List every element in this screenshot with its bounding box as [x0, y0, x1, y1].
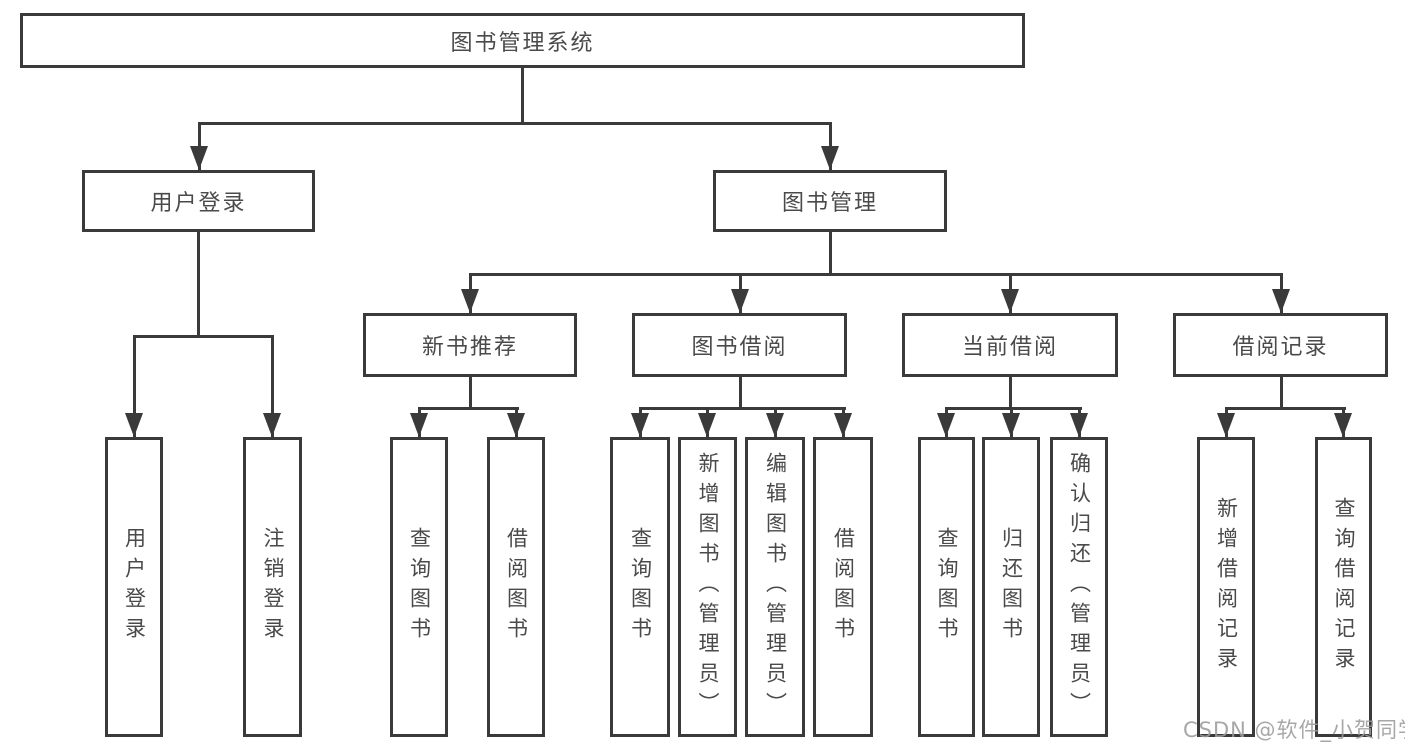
connector-line [1009, 377, 1012, 407]
connector-line [829, 232, 832, 273]
connector-line [271, 335, 274, 437]
csdn-watermark: CSDN @软件_小贺同学 [1183, 718, 1405, 742]
node-new-book-recommendation: 新书推荐 [363, 313, 577, 377]
connector-line [945, 407, 1082, 410]
connector-line [639, 407, 846, 410]
node-label: 查询图书 [935, 527, 959, 647]
arrowhead-down [834, 413, 852, 437]
node-user-login: 用户登录 [82, 170, 315, 232]
arrowhead-down [698, 413, 716, 437]
arrowhead-down [1070, 413, 1088, 437]
arrowhead-down [821, 146, 839, 170]
node-leaf-borrow-books: 借阅图书 [813, 437, 873, 737]
node-leaf-query-borrow-record: 查询借阅记录 [1315, 437, 1372, 737]
connector-line [739, 377, 742, 407]
node-label: 当前借阅 [961, 335, 1058, 360]
node-label: 借阅图书 [831, 527, 856, 647]
arrowhead-down [1272, 289, 1290, 313]
arrowhead-down [263, 413, 281, 437]
node-library-management-system: 图书管理系统 [20, 13, 1025, 68]
node-label: 借阅记录 [1232, 335, 1329, 360]
connector-line [469, 377, 472, 407]
node-label: 查询图书 [407, 527, 432, 647]
node-leaf-query-books-current: 查询图书 [918, 437, 975, 737]
node-leaf-confirm-return-admin: 确认归还（管理员） [1050, 437, 1108, 737]
node-label: 注销登录 [261, 527, 285, 647]
arrowhead-down [461, 289, 479, 313]
node-current-borrowing: 当前借阅 [902, 313, 1118, 377]
node-label: 确认归还（管理员） [1067, 452, 1092, 722]
node-label: 图书借阅 [691, 335, 788, 360]
arrowhead-down [1002, 413, 1020, 437]
node-leaf-borrow-books-recommend: 借阅图书 [487, 437, 545, 737]
node-label: 借阅图书 [504, 527, 529, 647]
node-book-management: 图书管理 [713, 170, 947, 232]
node-leaf-user-login: 用户登录 [105, 437, 163, 737]
connector-line [469, 273, 1283, 276]
node-label: 新书推荐 [421, 335, 518, 360]
node-leaf-add-books-admin: 新增图书（管理员） [678, 437, 737, 737]
node-leaf-query-books-borrow: 查询图书 [610, 437, 670, 737]
connector-line [133, 335, 274, 338]
arrowhead-down [1217, 413, 1235, 437]
node-label: 用户登录 [150, 191, 247, 216]
node-leaf-edit-books-admin: 编辑图书（管理员） [745, 437, 805, 737]
arrowhead-down [631, 413, 649, 437]
arrowhead-down [507, 413, 525, 437]
connector-line [133, 335, 136, 437]
node-leaf-logout: 注销登录 [243, 437, 302, 737]
connector-line [197, 232, 200, 335]
node-label: 查询借阅记录 [1332, 497, 1356, 677]
node-book-borrowing: 图书借阅 [632, 313, 847, 377]
connector-line [418, 407, 519, 410]
arrowhead-down [766, 413, 784, 437]
node-leaf-return-books: 归还图书 [982, 437, 1040, 737]
arrowhead-down [125, 413, 143, 437]
arrowhead-down [937, 413, 955, 437]
node-leaf-add-borrow-record: 新增借阅记录 [1197, 437, 1255, 737]
node-leaf-query-books-recommend: 查询图书 [390, 437, 448, 737]
connector-line [1225, 407, 1346, 410]
node-label: 查询图书 [628, 527, 653, 647]
connector-line [198, 122, 832, 125]
arrowhead-down [410, 413, 428, 437]
node-label: 新增图书（管理员） [696, 452, 720, 722]
node-label: 编辑图书（管理员） [763, 452, 788, 722]
connector-line [1280, 377, 1283, 407]
arrowhead-down [1001, 289, 1019, 313]
node-label: 图书管理 [781, 191, 878, 216]
connector-line [521, 68, 524, 122]
node-label: 新增借阅记录 [1214, 497, 1239, 677]
arrowhead-down [1334, 413, 1352, 437]
node-label: 归还图书 [999, 527, 1024, 647]
arrowhead-down [190, 146, 208, 170]
node-borrowing-records: 借阅记录 [1173, 313, 1388, 377]
arrowhead-down [731, 289, 749, 313]
node-label: 图书管理系统 [450, 30, 595, 56]
node-label: 用户登录 [122, 527, 147, 647]
